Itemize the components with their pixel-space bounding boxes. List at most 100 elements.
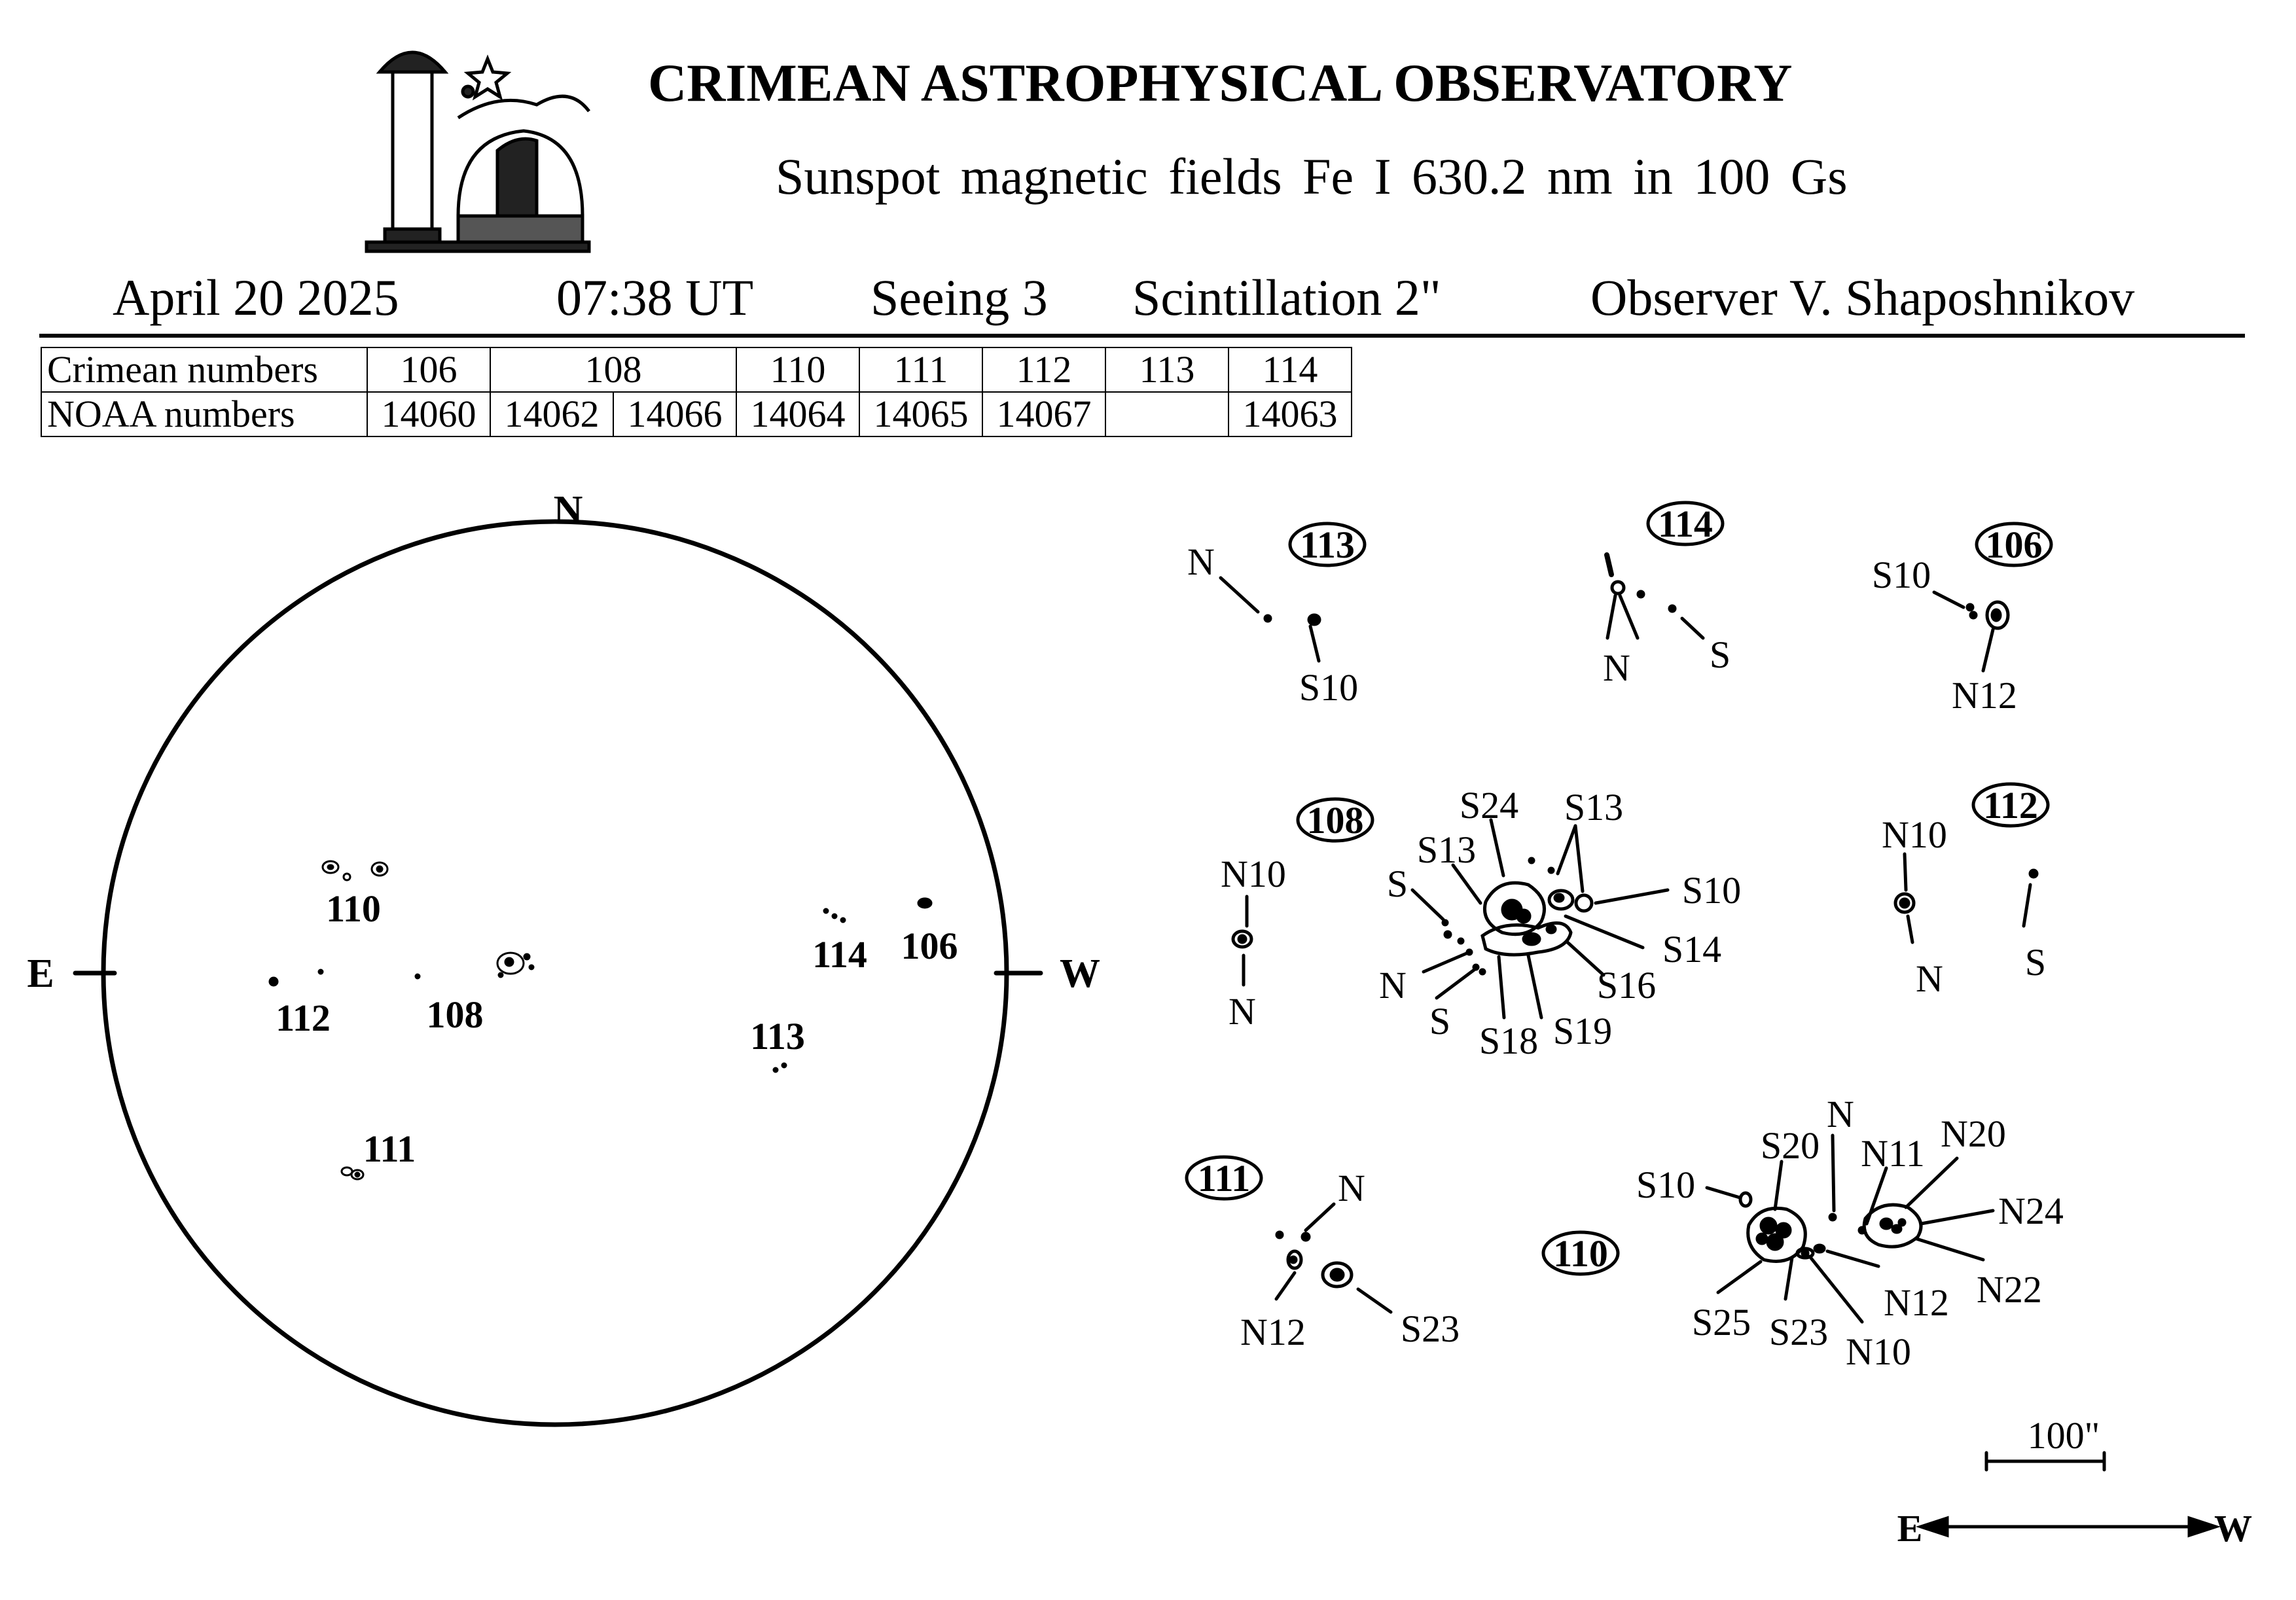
- polarity-label: S10: [1682, 869, 1741, 912]
- region-number: 112: [1983, 784, 2038, 827]
- table-cell: 106: [367, 347, 491, 393]
- noaa-numbers-label: NOAA numbers: [41, 391, 368, 437]
- region-oval: [1288, 522, 1367, 567]
- table-cell: 14066: [613, 391, 737, 437]
- polarity-label: S10: [1872, 554, 1931, 596]
- polarity-label: S: [1429, 1000, 1450, 1042]
- polarity-label: N12: [1884, 1281, 1949, 1324]
- polarity-label: N24: [1998, 1190, 2064, 1232]
- region-number: 111: [1198, 1157, 1251, 1200]
- region-oval: [1975, 522, 2053, 567]
- scale-west-label: W: [2214, 1507, 2252, 1550]
- crimean-numbers-label: Crimean numbers: [41, 347, 368, 393]
- north-label: N: [554, 488, 583, 533]
- polarity-label: N11: [1861, 1132, 1925, 1175]
- polarity-label: S23: [1401, 1307, 1460, 1350]
- polarity-label: S: [1710, 633, 1731, 676]
- table-cell: [1105, 391, 1229, 437]
- table-cell: 14065: [859, 391, 983, 437]
- polarity-label: N: [1229, 990, 1256, 1033]
- table-cell: 14060: [367, 391, 491, 437]
- polarity-label: N: [1827, 1093, 1854, 1135]
- table-cell: 112: [982, 347, 1106, 393]
- region-number: 108: [1307, 799, 1364, 842]
- scale-label: 100": [2028, 1414, 2100, 1457]
- table-row: NOAA numbers 14060 14062 14066 14064 140…: [41, 391, 1352, 437]
- panel-114: [1604, 501, 1725, 640]
- region-oval: [1541, 1230, 1620, 1276]
- table-row: Crimean numbers 106 108 110 111 112 113 …: [41, 347, 1352, 393]
- table-cell: 110: [736, 347, 860, 393]
- polarity-label: S23: [1769, 1311, 1828, 1353]
- disk-region-label: 108: [427, 993, 484, 1036]
- region-oval: [1971, 782, 2050, 828]
- panel-106: [1932, 522, 2053, 673]
- table-cell: 108: [490, 347, 737, 393]
- region-number-table: Crimean numbers 106 108 110 111 112 113 …: [41, 347, 1352, 437]
- observatory-title: CRIMEAN ASTROPHYSICAL OBSERVATORY: [648, 53, 1793, 113]
- polarity-label: N: [1338, 1167, 1365, 1209]
- scale-east-label: E: [1897, 1507, 1923, 1550]
- west-label: W: [1060, 951, 1100, 996]
- region-oval: [1185, 1155, 1263, 1201]
- panel-110: [1541, 1133, 1995, 1324]
- polarity-label: S14: [1662, 928, 1721, 970]
- polarity-label: N10: [1846, 1330, 1911, 1373]
- chart-subtitle: Sunspot magnetic fields Fe I 630.2 nm in…: [776, 148, 1848, 205]
- region-number: 106: [1986, 524, 2043, 566]
- table-cell: 14062: [490, 391, 614, 437]
- table-cell: 14063: [1228, 391, 1352, 437]
- polarity-label: S16: [1597, 964, 1656, 1006]
- region-oval: [1646, 501, 1725, 546]
- table-cell: 14067: [982, 391, 1106, 437]
- disk-region-label: 114: [812, 933, 867, 976]
- polarity-label: S25: [1692, 1301, 1751, 1343]
- table-cell: 14064: [736, 391, 860, 437]
- region-oval: [1296, 797, 1374, 843]
- observer-name: Observer V. Shaposhnikov: [1590, 269, 2135, 326]
- polarity-label: S: [1387, 862, 1408, 905]
- polarity-label: S10: [1636, 1164, 1695, 1206]
- polarity-label: N: [1603, 647, 1630, 689]
- polarity-label: S24: [1460, 784, 1518, 827]
- region-number: 110: [1553, 1232, 1608, 1275]
- polarity-label: N10: [1882, 813, 1947, 856]
- observation-date: April 20 2025: [113, 269, 399, 326]
- solar-disk: [101, 519, 1009, 1427]
- disk-region-label: 111: [363, 1128, 416, 1170]
- polarity-label: S13: [1417, 828, 1476, 871]
- table-cell: 113: [1105, 347, 1229, 393]
- polarity-label: N10: [1221, 853, 1286, 895]
- polarity-label: N: [1187, 541, 1215, 583]
- polarity-label: S: [2025, 941, 2046, 984]
- polarity-label: N: [1379, 964, 1407, 1006]
- header-rule: [39, 334, 2245, 338]
- polarity-label: S20: [1761, 1124, 1820, 1167]
- polarity-label: S19: [1553, 1010, 1612, 1052]
- disk-spots: [268, 860, 933, 1181]
- panel-112: [1893, 782, 2050, 944]
- disk-region-label: 110: [326, 887, 381, 930]
- seeing-value: Seeing 3: [870, 269, 1048, 326]
- polarity-label: N22: [1977, 1268, 2042, 1311]
- polarity-label: N: [1916, 957, 1943, 1000]
- table-cell: 114: [1228, 347, 1352, 393]
- polarity-label: S10: [1299, 666, 1358, 709]
- disk-region-label: 113: [750, 1015, 805, 1058]
- disk-region-label: 106: [901, 925, 958, 967]
- panel-113: [1219, 522, 1367, 663]
- observation-time: 07:38 UT: [556, 269, 754, 326]
- polarity-label: S18: [1479, 1020, 1538, 1062]
- scintillation-value: Scintillation 2": [1132, 269, 1441, 326]
- panel-111: [1185, 1155, 1393, 1314]
- polarity-label: N12: [1240, 1311, 1306, 1353]
- polarity-label: S13: [1564, 786, 1623, 828]
- region-number: 114: [1658, 503, 1713, 545]
- panel-108: [1231, 797, 1670, 1020]
- east-label: E: [27, 951, 54, 996]
- polarity-label: N12: [1952, 674, 2017, 717]
- polarity-label: N20: [1941, 1112, 2006, 1155]
- table-cell: 111: [859, 347, 983, 393]
